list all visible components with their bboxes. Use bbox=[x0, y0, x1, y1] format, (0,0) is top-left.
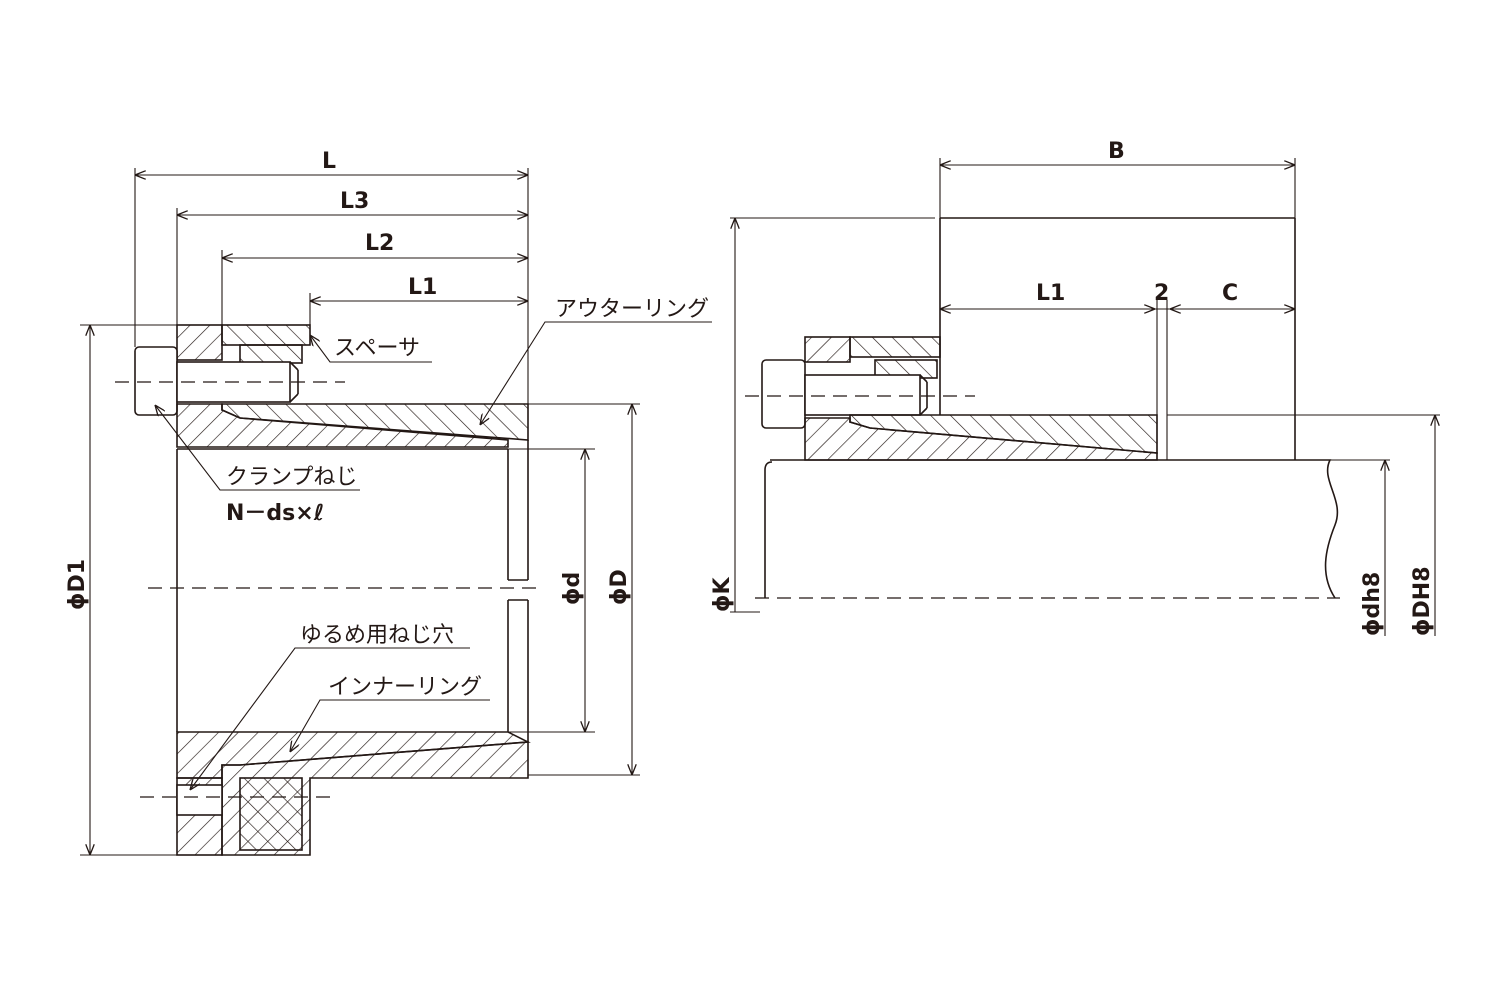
dim-L3: L3 bbox=[340, 189, 369, 214]
dim-d: ϕd bbox=[560, 572, 585, 605]
dim-L2: L2 bbox=[365, 231, 394, 256]
left-section-view bbox=[80, 168, 712, 856]
dim-C: C bbox=[1222, 281, 1238, 306]
label-outer-ring: アウターリング bbox=[555, 297, 709, 322]
label-spacer: スペーサ bbox=[334, 336, 420, 361]
dim-K: ϕK bbox=[710, 576, 735, 612]
label-clamp-screw-spec: N－ds×ℓ bbox=[226, 501, 324, 526]
left-dimension-labels: L L3 L2 L1 ϕD1 ϕd ϕD スペーサ アウターリング クランプねじ… bbox=[65, 149, 709, 700]
dim-gap: 2 bbox=[1154, 281, 1169, 306]
dim-B: B bbox=[1108, 139, 1125, 164]
label-release-hole: ゆるめ用ねじ穴 bbox=[300, 623, 454, 648]
dim-L1: L1 bbox=[408, 275, 437, 300]
right-dimension-labels: B L1 2 C ϕK ϕdh8 ϕDH8 bbox=[710, 139, 1435, 636]
dim-D: ϕD bbox=[607, 569, 632, 605]
label-inner-ring: インナーリング bbox=[328, 675, 482, 700]
dim-D1: ϕD1 bbox=[65, 559, 90, 610]
right-installation-view bbox=[730, 158, 1440, 636]
dim-L: L bbox=[322, 149, 336, 174]
label-clamp-screw: クランプねじ bbox=[226, 465, 357, 490]
dim-DH8: ϕDH8 bbox=[1410, 566, 1435, 636]
dim-dh8: ϕdh8 bbox=[1360, 572, 1385, 636]
dim-L1-right: L1 bbox=[1036, 281, 1065, 306]
